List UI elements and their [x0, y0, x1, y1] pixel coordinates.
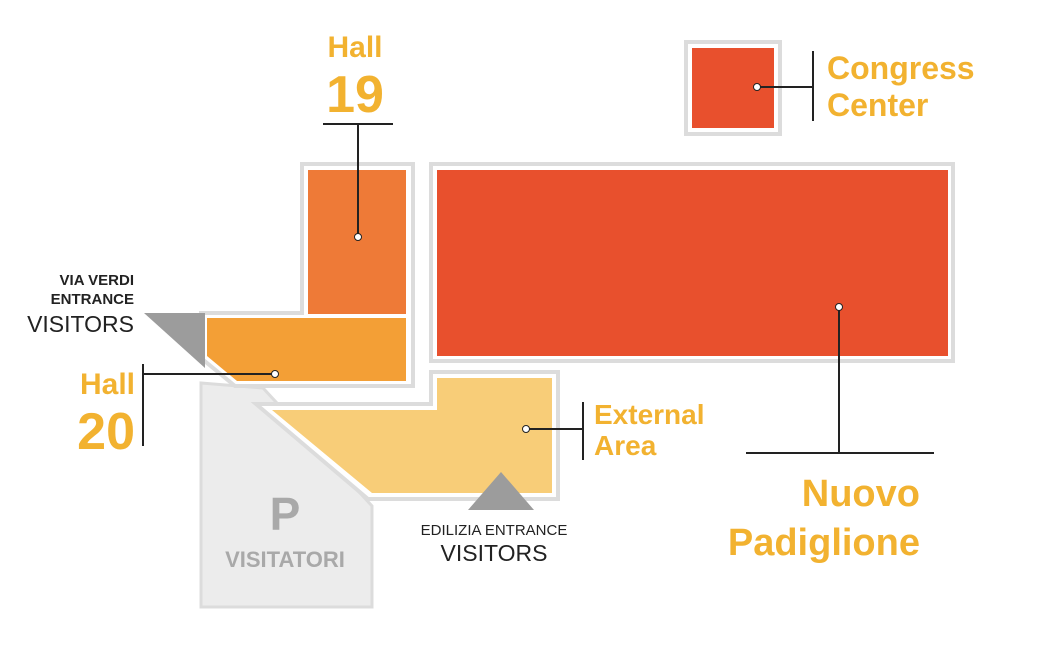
external-area-dot	[522, 425, 530, 433]
edilizia-entrance-arrow[interactable]	[468, 472, 534, 510]
external-area[interactable]	[272, 378, 552, 493]
congress-center-label-line1: Congress	[827, 50, 975, 86]
hall-19-word: Hall	[327, 31, 382, 64]
edilizia-label-line2: VISITORS	[441, 540, 548, 566]
parking-label: VISITATORI	[225, 547, 345, 572]
via-verdi-label-line1: VIA VERDI	[60, 272, 134, 289]
nuovo-padiglione-dot	[835, 303, 843, 311]
hall-20-word: Hall	[80, 368, 135, 401]
congress-center-label-line2: Center	[827, 87, 928, 123]
hall-20-dot	[271, 370, 279, 378]
via-verdi-entrance-arrow[interactable]	[144, 313, 205, 368]
hall-19-dot	[354, 233, 362, 241]
congress-center-dot	[753, 83, 761, 91]
external-area-label-line1: External	[594, 399, 705, 430]
leader-lines	[142, 51, 934, 460]
nuovo-padiglione-label-line1: Nuovo	[802, 473, 920, 515]
leader-dots	[271, 83, 843, 433]
hall-20-number: 20	[77, 403, 135, 461]
hall-19-number: 19	[326, 66, 384, 124]
nuovo-padiglione-label-line2: Padiglione	[728, 522, 920, 564]
hall-20-building[interactable]	[207, 318, 406, 381]
via-verdi-label-line3: VISITORS	[27, 311, 134, 337]
parking-letter: P	[270, 488, 301, 540]
via-verdi-label-line2: ENTRANCE	[51, 291, 134, 308]
external-area-label-line2: Area	[594, 430, 657, 461]
nuovo-padiglione-building[interactable]	[437, 170, 948, 356]
edilizia-label-line1: EDILIZIA ENTRANCE	[421, 522, 568, 539]
